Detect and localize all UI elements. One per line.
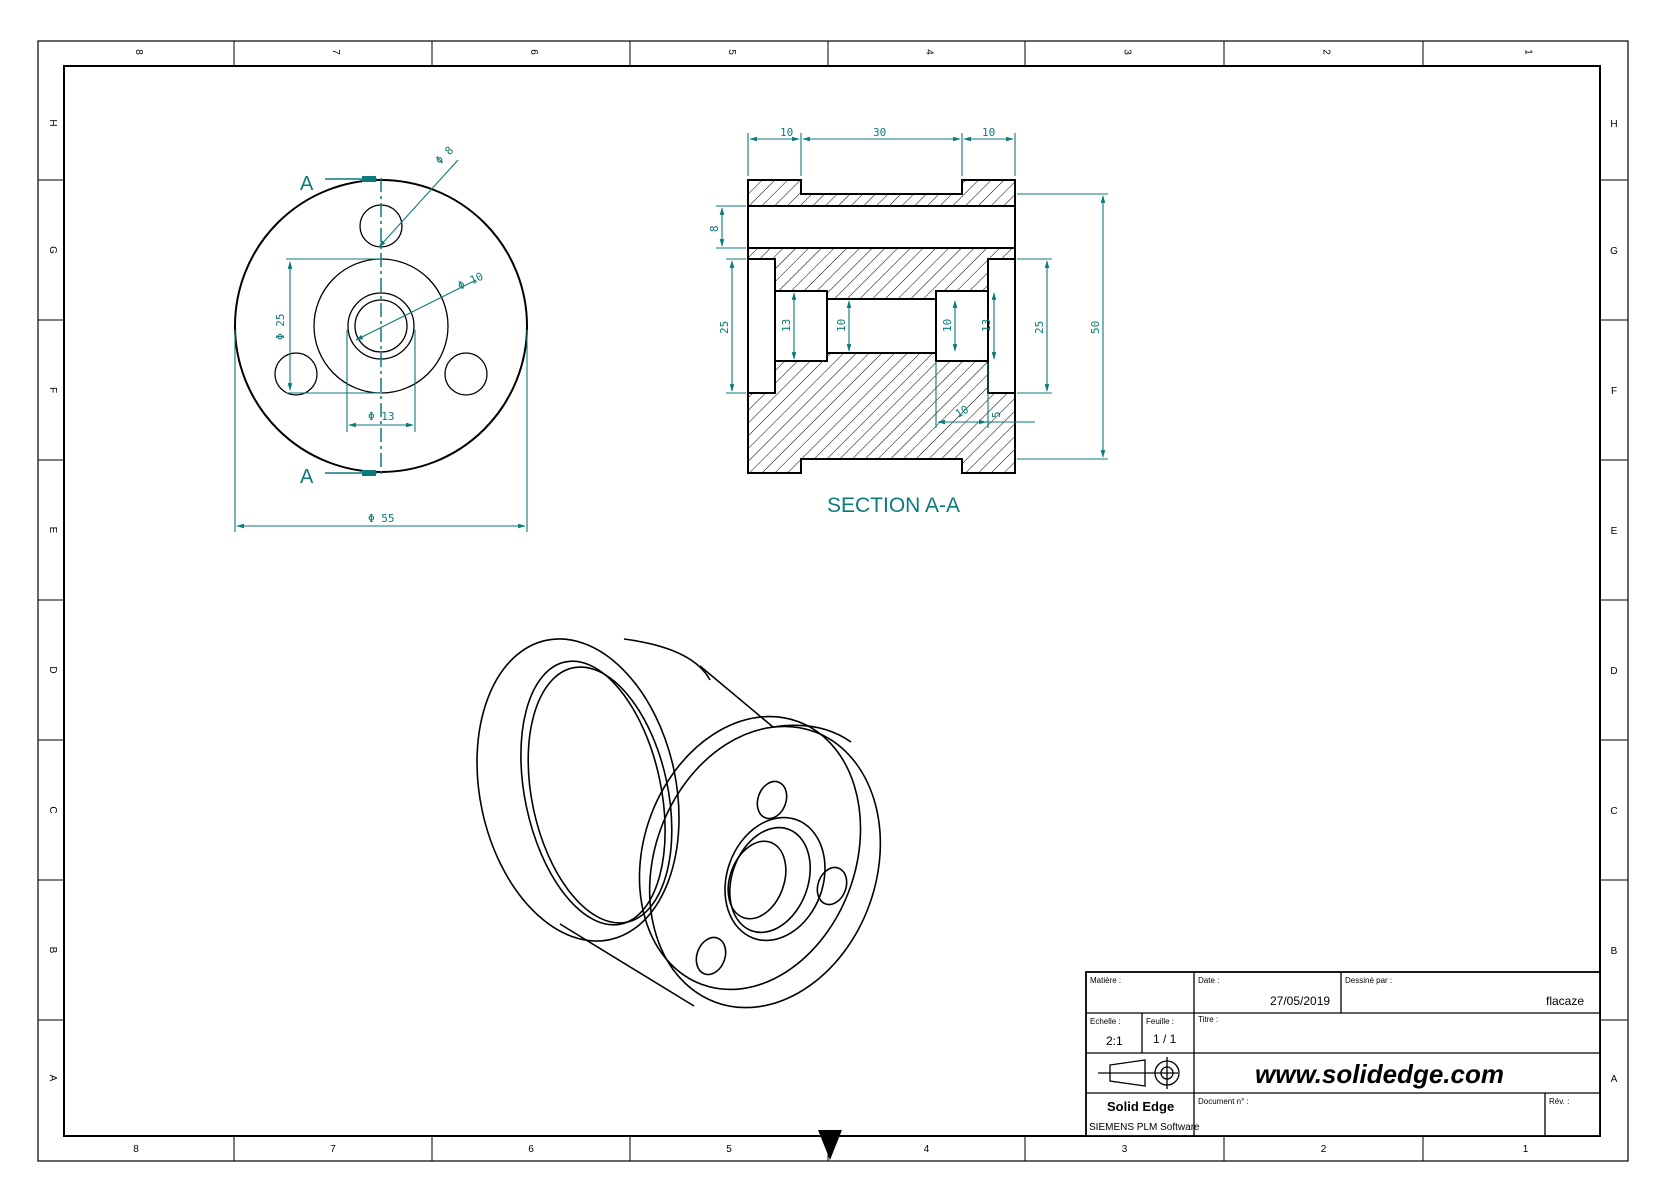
zone-column-label-bottom: 4 bbox=[924, 1144, 930, 1155]
document-label: Document n° : bbox=[1198, 1097, 1249, 1106]
dim-right-bore-25: 25 bbox=[1033, 321, 1046, 334]
brand-subtitle: SIEMENS PLM Software bbox=[1089, 1122, 1200, 1133]
zone-column-label-top: 3 bbox=[1122, 49, 1133, 55]
dim-bore-diameter: Φ 10 bbox=[456, 270, 486, 293]
dessine-label: Dessiné par : bbox=[1345, 976, 1392, 985]
zone-row-label-left: D bbox=[47, 666, 58, 673]
website[interactable]: www.solidedge.com bbox=[1255, 1059, 1504, 1089]
rev-label: Rév. : bbox=[1549, 1097, 1569, 1106]
dim-through-hole: 8 bbox=[708, 225, 721, 232]
zone-row-label-right: C bbox=[1610, 806, 1617, 817]
dim-counterbore-diameter: Φ 13 bbox=[368, 410, 395, 423]
zone-column-label-top: 1 bbox=[1523, 49, 1534, 55]
zone-row-label-right: F bbox=[1611, 386, 1617, 397]
zone-column-label-top: 6 bbox=[528, 49, 539, 55]
zone-row-label-left: B bbox=[47, 947, 58, 954]
dessine-value: flacaze bbox=[1546, 994, 1584, 1008]
matiere-label: Matière : bbox=[1090, 976, 1121, 985]
section-marker-bottom: A bbox=[300, 466, 314, 488]
zone-column-label-bottom: 1 bbox=[1523, 1144, 1529, 1155]
front-view: A A Φ 8 Φ 10 Φ 25 Φ 13 Φ 55 bbox=[234, 144, 528, 532]
dim-middle-length: 30 bbox=[873, 126, 886, 139]
projection-symbol-icon bbox=[1098, 1057, 1180, 1089]
zone-column-label-top: 4 bbox=[924, 49, 935, 55]
zone-row-label-left: H bbox=[47, 119, 58, 126]
brand-name: Solid Edge bbox=[1107, 1099, 1174, 1114]
zone-row-label-left: G bbox=[47, 246, 58, 254]
dim-left-bore-13: 13 bbox=[780, 319, 793, 332]
zone-row-label-left: C bbox=[47, 806, 58, 813]
zone-column-label-bottom: 8 bbox=[133, 1144, 139, 1155]
dim-left-flange: 10 bbox=[780, 126, 793, 139]
echelle-label: Echelle : bbox=[1090, 1017, 1121, 1026]
zone-row-label-right: G bbox=[1610, 246, 1618, 257]
zone-column-label-top: 5 bbox=[726, 49, 737, 55]
zone-row-label-right: B bbox=[1611, 946, 1618, 957]
feuille-label: Feuille : bbox=[1146, 1017, 1174, 1026]
section-view: 10 30 10 8 25 13 10 10 13 25 50 10 5 bbox=[708, 126, 1108, 517]
zone-row-label-right: A bbox=[1611, 1074, 1618, 1085]
dim-outer-diameter: Φ 55 bbox=[368, 512, 395, 525]
zone-column-label-bottom: 3 bbox=[1122, 1144, 1128, 1155]
section-marker-top: A bbox=[300, 173, 314, 195]
zone-column-label-bottom: 7 bbox=[330, 1144, 336, 1155]
centering-mark-icon bbox=[818, 1130, 842, 1160]
zone-row-label-right: D bbox=[1610, 666, 1617, 677]
isometric-view bbox=[476, 638, 882, 1009]
dim-hole-diameter: Φ 8 bbox=[433, 144, 456, 167]
dim-left-bore-10: 10 bbox=[835, 319, 848, 332]
zone-column-label-bottom: 6 bbox=[528, 1144, 534, 1155]
zone-column-label-top: 8 bbox=[133, 49, 144, 55]
zone-row-label-left: A bbox=[47, 1075, 58, 1082]
zone-row-label-left: E bbox=[47, 527, 58, 534]
outer-frame bbox=[37, 40, 1629, 1162]
dim-right-flange: 10 bbox=[982, 126, 995, 139]
dim-left-bore-25: 25 bbox=[718, 321, 731, 334]
section-title: SECTION A-A bbox=[827, 494, 960, 517]
title-block: Matière : Date : 27/05/2019 Dessiné par … bbox=[1085, 971, 1601, 1137]
zone-row-label-right: E bbox=[1611, 526, 1618, 537]
titre-label: Titre : bbox=[1198, 1015, 1218, 1024]
dim-right-bore-10: 10 bbox=[941, 319, 954, 332]
date-value: 27/05/2019 bbox=[1270, 994, 1330, 1008]
zone-column-label-bottom: 5 bbox=[726, 1144, 732, 1155]
feuille-value: 1 / 1 bbox=[1153, 1032, 1177, 1046]
dim-hub-diameter: Φ 25 bbox=[274, 314, 287, 341]
zone-row-label-right: H bbox=[1610, 119, 1617, 130]
echelle-value: 2:1 bbox=[1106, 1034, 1123, 1048]
date-label: Date : bbox=[1198, 976, 1219, 985]
dim-depth-5: 5 bbox=[990, 411, 1003, 418]
zone-column-label-bottom: 2 bbox=[1321, 1144, 1327, 1155]
zone-column-label-top: 2 bbox=[1321, 49, 1332, 55]
dim-depth-10: 10 bbox=[953, 403, 971, 421]
zone-column-label-top: 7 bbox=[330, 49, 341, 55]
dim-overall-height: 50 bbox=[1089, 321, 1102, 334]
zone-row-label-left: F bbox=[47, 387, 58, 393]
dim-right-bore-13: 13 bbox=[980, 319, 993, 332]
